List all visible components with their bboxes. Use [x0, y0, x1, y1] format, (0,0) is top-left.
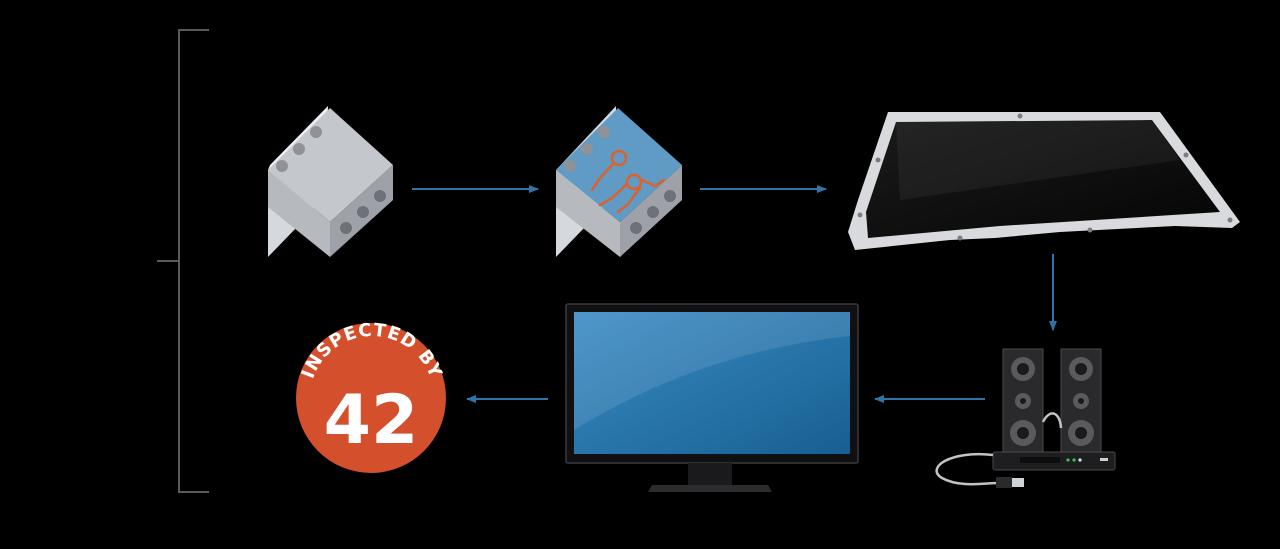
badge-number: 42: [324, 381, 419, 460]
monitor-icon: [565, 303, 859, 492]
bracket-line-icon: [157, 29, 209, 493]
metal-chassis-icon: [268, 106, 393, 257]
lcd-panel-icon: [848, 112, 1240, 250]
circuit-chassis-icon: [556, 106, 682, 257]
speakers-and-receiver-icon: [935, 348, 1116, 488]
inspection-badge-icon: INSPECTED BY 42: [296, 320, 446, 473]
